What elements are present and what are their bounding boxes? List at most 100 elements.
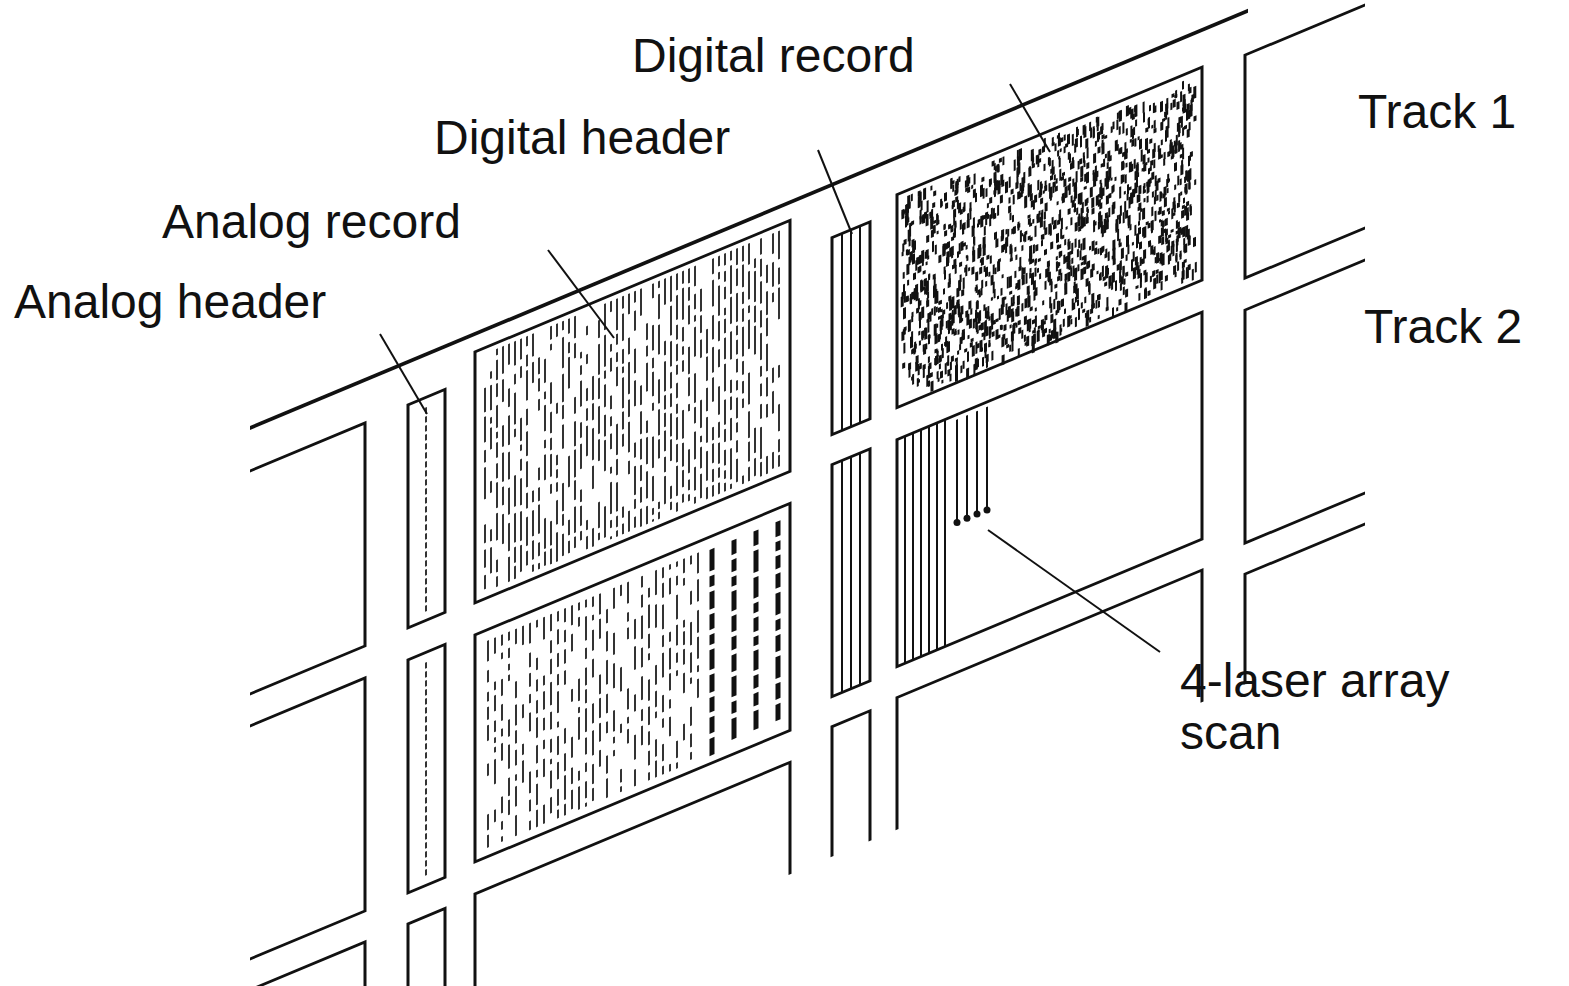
texture-stroke: [1033, 334, 1036, 344]
texture-stroke: [944, 270, 946, 279]
texture-stroke: [694, 315, 696, 321]
texture-stroke: [993, 282, 995, 293]
texture-stroke: [646, 421, 648, 433]
texture-stroke: [754, 259, 756, 268]
cell-outline: [1245, 5, 1365, 278]
texture-stroke: [948, 224, 951, 229]
texture-stroke: [529, 772, 531, 794]
texture-stroke: [915, 293, 918, 301]
texture-stroke: [562, 405, 564, 419]
texture-stroke: [1151, 221, 1153, 233]
texture-stroke: [670, 306, 672, 336]
texture-stroke: [522, 760, 524, 782]
texture-stroke: [1025, 199, 1027, 204]
texture-stroke: [1043, 164, 1045, 171]
texture-stroke: [1079, 250, 1081, 260]
texture-stroke: [1067, 209, 1070, 215]
texture-stroke: [1018, 348, 1020, 357]
texture-stroke: [578, 771, 580, 781]
texture-stroke: [1180, 91, 1182, 102]
texture-stroke: [1030, 237, 1033, 241]
texture-stroke: [944, 193, 947, 201]
texture-stroke: [658, 439, 660, 458]
texture-stroke: [975, 272, 978, 281]
texture-stroke: [1112, 272, 1115, 282]
texture-stroke: [599, 619, 601, 639]
texture-stroke: [1142, 259, 1145, 264]
texture-stroke: [1091, 293, 1094, 305]
texture-stroke: [1135, 120, 1137, 127]
texture-stroke: [778, 455, 780, 466]
texture-stroke: [574, 450, 576, 478]
texture-stroke: [935, 355, 938, 364]
texture-stroke: [628, 294, 630, 315]
texture-stroke: [965, 188, 968, 192]
texture-stroke: [1104, 254, 1107, 258]
texture-stroke: [778, 439, 780, 452]
texture-stroke: [906, 264, 909, 275]
texture-stroke: [934, 306, 936, 315]
texture-stroke: [1035, 316, 1037, 328]
texture-stroke: [550, 771, 552, 789]
texture-stroke: [924, 288, 927, 294]
texture-stroke: [1140, 257, 1142, 266]
texture-stroke: [585, 708, 587, 732]
texture-stroke: [947, 342, 950, 353]
texture-stroke: [1122, 266, 1124, 277]
texture-stroke: [490, 428, 492, 450]
texture-stroke: [908, 320, 911, 332]
texture-stroke: [520, 478, 522, 505]
texture-stroke: [1162, 211, 1165, 216]
texture-stroke: [484, 417, 486, 443]
texture-stroke: [1052, 137, 1054, 144]
texture-stroke: [904, 291, 906, 302]
texture-stroke: [966, 175, 969, 187]
texture-stroke: [1048, 272, 1050, 280]
texture-stroke: [960, 220, 962, 230]
texture-stroke: [544, 392, 546, 399]
texture-stroke: [598, 378, 600, 399]
texture-stroke: [918, 196, 921, 207]
texture-stroke: [1119, 271, 1121, 283]
texture-stroke: [622, 349, 624, 364]
texture-stroke: [975, 342, 977, 354]
texture-stroke: [1137, 195, 1140, 203]
texture-stroke: [682, 327, 684, 341]
texture-stroke: [1066, 226, 1068, 229]
texture-stroke: [1063, 255, 1065, 264]
texture-stroke: [1057, 245, 1059, 250]
texture-stroke: [1022, 268, 1025, 275]
texture-stroke: [736, 248, 738, 264]
texture-stroke: [676, 404, 678, 414]
texture-stroke: [981, 323, 984, 331]
texture-stroke: [1091, 241, 1094, 251]
texture-stroke: [670, 393, 672, 407]
texture-stroke: [564, 630, 566, 642]
texture-stroke: [1145, 138, 1148, 149]
texture-stroke: [627, 688, 629, 709]
texture-stroke: [1180, 179, 1182, 185]
texture-stroke: [980, 259, 983, 263]
texture-stroke: [620, 667, 622, 691]
analog-header-frame: [408, 644, 445, 892]
texture-stroke: [544, 405, 546, 431]
texture-stroke: [652, 519, 654, 521]
texture-stroke: [501, 653, 503, 659]
texture-stroke: [1021, 177, 1024, 188]
texture-stroke: [1061, 218, 1063, 229]
texture-stroke: [1158, 211, 1161, 214]
texture-stroke: [664, 279, 666, 305]
texture-stroke: [991, 332, 994, 337]
texture-stroke: [634, 380, 636, 406]
texture-stroke: [986, 255, 989, 259]
texture-stroke: [550, 549, 552, 565]
texture-stroke: [706, 329, 708, 353]
texture-stroke: [742, 361, 744, 375]
texture-stroke: [1119, 111, 1122, 120]
texture-stroke: [1154, 246, 1156, 255]
texture-stroke: [502, 514, 504, 544]
texture-stroke: [676, 383, 678, 398]
texture-stroke: [955, 358, 958, 361]
texture-stroke: [1183, 198, 1185, 204]
texture-stroke: [550, 484, 552, 493]
